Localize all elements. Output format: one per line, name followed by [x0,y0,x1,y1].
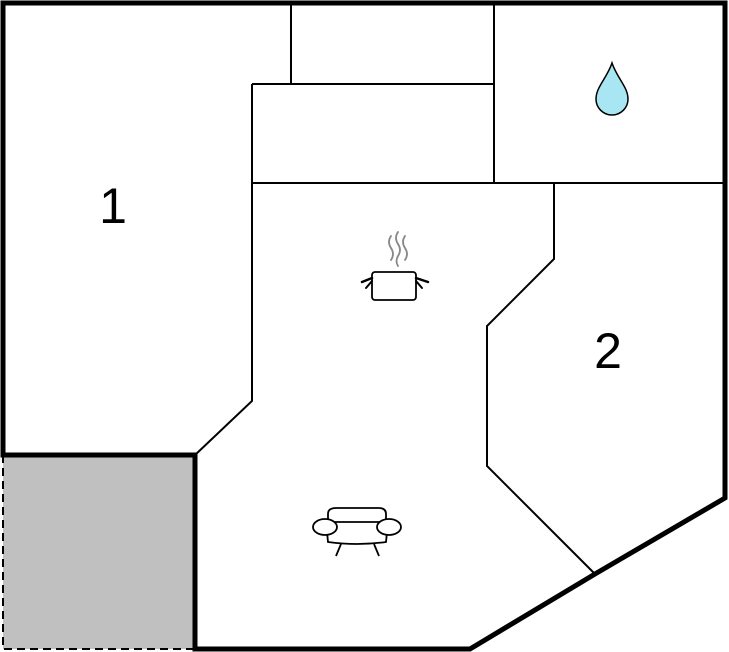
cooking-pot-icon [360,231,430,301]
interior-walls [194,3,725,575]
room-label-1: 1 [99,178,127,234]
armchair-icon [312,507,402,557]
room-label-2: 2 [594,323,622,379]
wall-segment [194,84,253,456]
terrace-area [2,455,195,650]
wall-segment [486,183,596,575]
water-drop-icon [595,60,629,116]
